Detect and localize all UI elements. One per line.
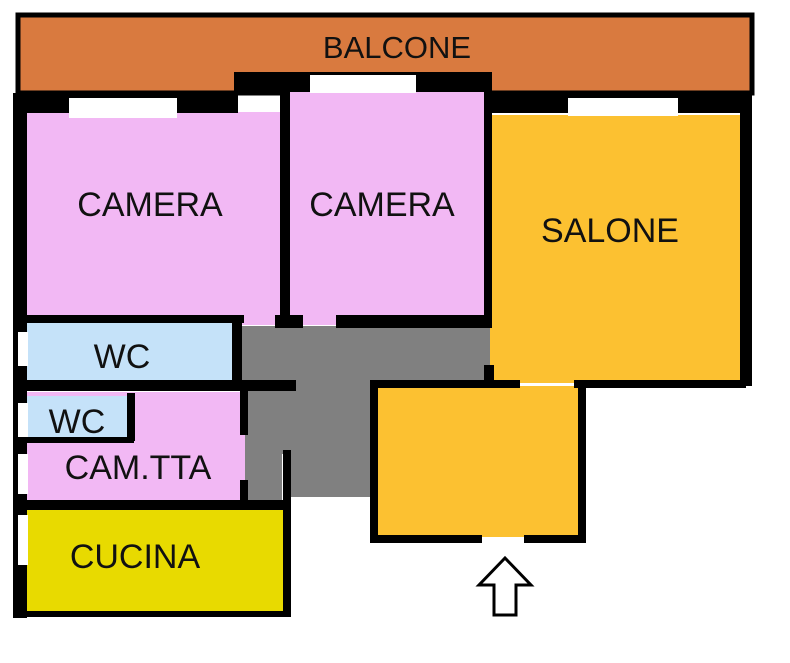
wc-small-label: WC [49,403,106,441]
wc-top-room [26,322,236,384]
cucina-label: CUCINA [70,538,201,576]
up-arrow-icon [475,555,535,617]
salone-label: SALONE [541,212,679,250]
corridor-area [236,326,490,508]
salone-room [490,115,743,383]
camera-right-room [288,88,486,325]
wc-small-room [26,396,131,440]
cucina-room [26,508,286,614]
camerette-label: CAM.TTA [65,449,212,487]
camera-left-room [26,112,286,325]
camera-left-label: CAMERA [77,186,223,224]
windows [18,75,678,565]
camera-right-label: CAMERA [309,186,455,224]
wc-top-label: WC [94,338,151,376]
balcone-label: BALCONE [323,30,471,65]
ingresso-room [374,386,582,537]
